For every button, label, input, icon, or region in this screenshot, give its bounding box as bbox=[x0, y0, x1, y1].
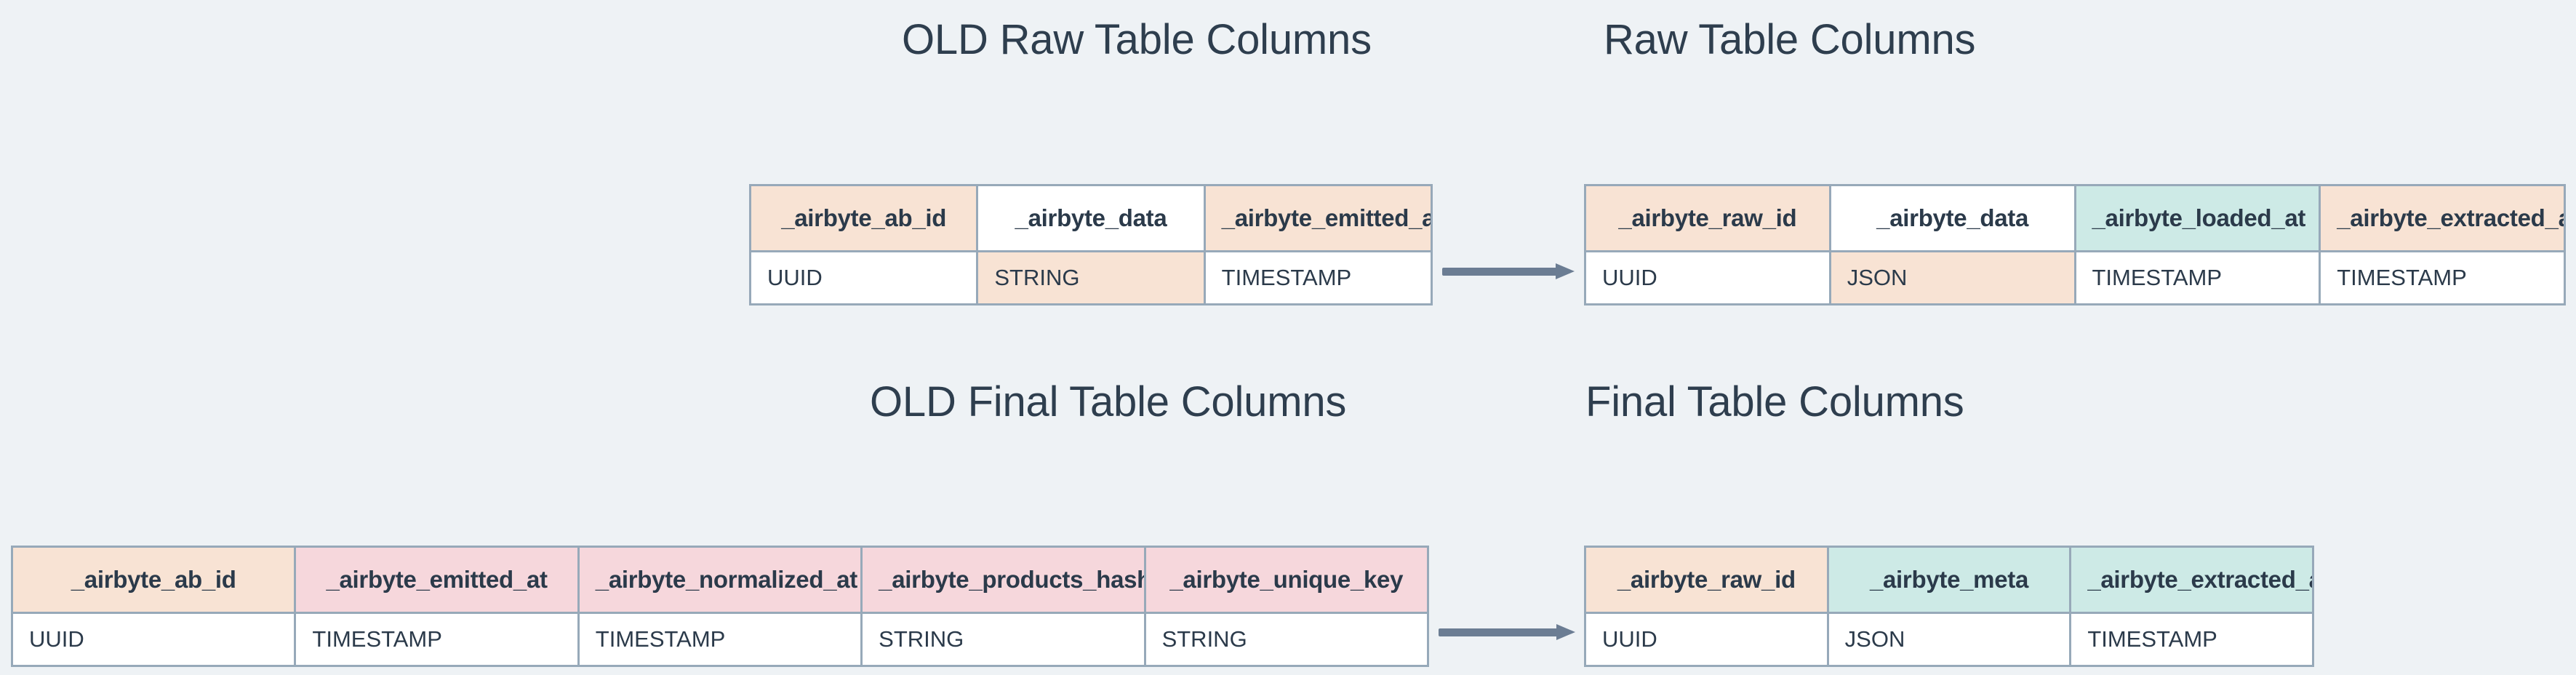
column-header-cell: _airbyte_normalized_at bbox=[577, 546, 863, 614]
new-raw-table: _airbyte_raw_id_airbyte_data_airbyte_loa… bbox=[1584, 184, 2566, 305]
new-final-table: _airbyte_raw_id_airbyte_meta_airbyte_ext… bbox=[1584, 546, 2314, 667]
column-header-cell: _airbyte_data bbox=[976, 184, 1206, 252]
column-header-cell: _airbyte_emitted_at bbox=[294, 546, 580, 614]
column-type-cell: UUID bbox=[10, 612, 297, 667]
column-header-cell: _airbyte_ab_id bbox=[748, 184, 979, 252]
old-raw-table: _airbyte_ab_id_airbyte_data_airbyte_emit… bbox=[748, 184, 1433, 305]
old-raw-table-title: OLD Raw Table Columns bbox=[902, 16, 1372, 63]
column-type-cell: TIMESTAMP bbox=[2073, 250, 2321, 305]
column-header-cell: _airbyte_extracted_at bbox=[2319, 184, 2566, 252]
column-header-cell: _airbyte_unique_key bbox=[1143, 546, 1430, 614]
old-final-table-title: OLD Final Table Columns bbox=[870, 378, 1347, 426]
new-raw-table-title: Raw Table Columns bbox=[1604, 16, 1976, 63]
final-transform-arrow-icon bbox=[1439, 624, 1575, 640]
raw-transform-arrow-icon bbox=[1442, 263, 1575, 279]
column-type-cell: TIMESTAMP bbox=[2069, 612, 2314, 667]
column-type-cell: STRING bbox=[860, 612, 1146, 667]
old-final-table: _airbyte_ab_id_airbyte_emitted_at_airbyt… bbox=[10, 546, 1430, 667]
column-type-cell: UUID bbox=[748, 250, 979, 305]
column-type-cell: STRING bbox=[1143, 612, 1430, 667]
table-header-row: _airbyte_ab_id_airbyte_emitted_at_airbyt… bbox=[10, 546, 1430, 614]
column-header-cell: _airbyte_data bbox=[1828, 184, 2076, 252]
arrow-shaft bbox=[1439, 628, 1558, 636]
table-header-row: _airbyte_ab_id_airbyte_data_airbyte_emit… bbox=[748, 184, 1433, 252]
column-header-cell: _airbyte_ab_id bbox=[10, 546, 297, 614]
column-header-cell: _airbyte_products_hashid bbox=[860, 546, 1146, 614]
column-header-cell: _airbyte_extracted_at bbox=[2069, 546, 2314, 614]
column-header-cell: _airbyte_raw_id bbox=[1584, 546, 1829, 614]
column-type-cell: JSON bbox=[1826, 612, 2072, 667]
table-header-row: _airbyte_raw_id_airbyte_data_airbyte_loa… bbox=[1584, 184, 2566, 252]
column-header-cell: _airbyte_meta bbox=[1826, 546, 2072, 614]
column-type-cell: TIMESTAMP bbox=[577, 612, 863, 667]
column-type-cell: STRING bbox=[976, 250, 1206, 305]
table-header-row: _airbyte_raw_id_airbyte_meta_airbyte_ext… bbox=[1584, 546, 2314, 614]
column-header-cell: _airbyte_loaded_at bbox=[2073, 184, 2321, 252]
column-type-cell: TIMESTAMP bbox=[294, 612, 580, 667]
column-type-cell: TIMESTAMP bbox=[2319, 250, 2566, 305]
arrow-head bbox=[1556, 263, 1575, 279]
arrow-head bbox=[1556, 624, 1575, 640]
arrow-shaft bbox=[1442, 268, 1557, 276]
column-header-cell: _airbyte_raw_id bbox=[1584, 184, 1831, 252]
new-final-table-title: Final Table Columns bbox=[1585, 378, 1964, 426]
column-type-cell: UUID bbox=[1584, 612, 1829, 667]
column-type-cell: JSON bbox=[1828, 250, 2076, 305]
column-header-cell: _airbyte_emitted_at bbox=[1203, 184, 1433, 252]
column-type-cell: TIMESTAMP bbox=[1203, 250, 1433, 305]
column-type-cell: UUID bbox=[1584, 250, 1831, 305]
